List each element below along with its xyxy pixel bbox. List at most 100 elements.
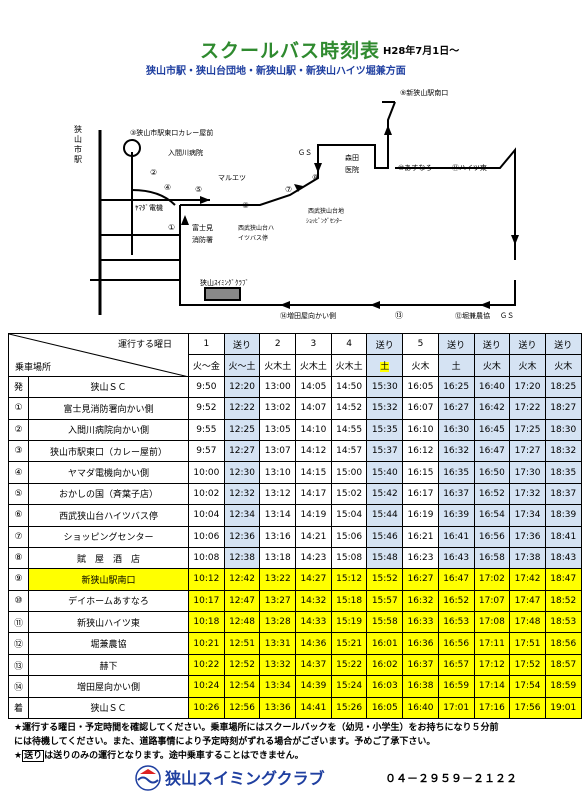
time-cell: 17:01: [437, 696, 475, 720]
svg-text:富士見: 富士見: [192, 223, 213, 232]
stop-number: ⑭: [8, 675, 29, 698]
time-cell: 12:36: [223, 525, 261, 548]
time-cell: 17:51: [509, 632, 546, 655]
time-cell: 13:18: [259, 546, 297, 570]
time-cell: 15:52: [366, 568, 404, 591]
days-header: 土: [366, 354, 404, 377]
time-cell: 16:07: [402, 397, 439, 420]
stop-number: ⑫: [8, 632, 29, 655]
stop-name: 狭山ＳＣ: [28, 696, 189, 720]
svg-text:消防署: 消防署: [192, 235, 213, 244]
stop-number: ④: [8, 461, 29, 484]
svg-text:ＧＳ: ＧＳ: [298, 149, 312, 157]
time-cell: 14:33: [295, 611, 332, 634]
time-cell: 16:54: [473, 504, 511, 527]
stop-name: 賦 屋 酒 店: [28, 546, 189, 570]
time-cell: 15:32: [366, 397, 404, 420]
time-cell: 16:53: [437, 611, 475, 634]
time-cell: 18:43: [544, 546, 582, 570]
time-cell: 16:35: [437, 461, 475, 484]
stop-number: ②: [8, 418, 29, 441]
svg-text:市: 市: [74, 144, 82, 154]
time-cell: 14:50: [330, 375, 368, 399]
time-cell: 10:06: [188, 525, 225, 548]
time-cell: 16:47: [437, 568, 475, 591]
time-cell: 15:42: [366, 482, 404, 506]
time-cell: 15:57: [366, 589, 404, 613]
time-cell: 10:08: [188, 546, 225, 570]
time-cell: 17:56: [509, 696, 546, 720]
time-cell: 15:19: [330, 611, 368, 634]
time-cell: 16:52: [437, 589, 475, 613]
time-cell: 18:47: [544, 568, 582, 591]
svg-text:⑦: ⑦: [285, 185, 292, 194]
time-cell: 16:39: [437, 504, 475, 527]
club-logo-icon: [135, 765, 161, 791]
stop-number: ①: [8, 397, 29, 420]
svg-text:④: ④: [164, 183, 171, 192]
stop-name: 増田屋向かい側: [28, 675, 189, 698]
time-cell: 14:27: [295, 568, 332, 591]
time-cell: 16:25: [437, 375, 475, 399]
svg-text:ｼｮｯﾋﾟﾝｸﾞｾﾝﾀｰ: ｼｮｯﾋﾟﾝｸﾞｾﾝﾀｰ: [306, 218, 342, 225]
time-cell: 12:20: [223, 375, 261, 399]
time-cell: 17:27: [509, 439, 546, 463]
time-cell: 16:57: [437, 653, 475, 677]
days-header: 土: [437, 354, 475, 377]
time-cell: 13:31: [259, 632, 297, 655]
time-cell: 13:28: [259, 611, 297, 634]
time-cell: 9:55: [188, 418, 225, 441]
time-cell: 16:47: [473, 439, 511, 463]
svg-text:駅: 駅: [74, 155, 82, 164]
time-cell: 17:07: [473, 589, 511, 613]
svg-text:⑩あすなろ: ⑩あすなろ: [398, 164, 432, 172]
time-cell: 18:56: [544, 632, 582, 655]
time-cell: 9:50: [188, 375, 225, 399]
days-header: 火木土: [330, 354, 368, 377]
run-header: 4: [330, 332, 368, 356]
time-cell: 17:54: [509, 675, 546, 698]
svg-text:ﾔﾏﾀﾞ電機: ﾔﾏﾀﾞ電機: [135, 203, 163, 212]
time-cell: 16:19: [402, 504, 439, 527]
stop-name: デイホームあすなろ: [28, 589, 189, 613]
time-cell: 16:42: [473, 397, 511, 420]
note-3: ★送りは送りのみの運行となります。途中乗車することはできません。: [14, 750, 304, 762]
svg-text:⑨新狭山駅南口: ⑨新狭山駅南口: [400, 88, 448, 97]
time-cell: 10:02: [188, 482, 225, 506]
time-cell: 17:08: [473, 611, 511, 634]
time-cell: 14:37: [295, 653, 332, 677]
time-cell: 17:11: [473, 632, 511, 655]
run-header: 1: [188, 332, 225, 356]
time-cell: 16:03: [366, 675, 404, 698]
stop-name: 西武狭山台ハイツバス停: [28, 504, 189, 527]
time-cell: 10:00: [188, 461, 225, 484]
time-cell: 12:22: [223, 397, 261, 420]
days-header: 火木: [509, 354, 546, 377]
time-cell: 16:05: [402, 375, 439, 399]
time-cell: 10:17: [188, 589, 225, 613]
run-header: 2: [259, 332, 297, 356]
stop-name: 堀兼農協: [28, 632, 189, 655]
time-cell: 14:05: [295, 375, 332, 399]
time-cell: 16:27: [402, 568, 439, 591]
time-cell: 12:32: [223, 482, 261, 506]
time-cell: 10:26: [188, 696, 225, 720]
stop-name: 狭山ＳＣ: [28, 375, 189, 399]
time-cell: 18:32: [544, 439, 582, 463]
time-cell: 17:34: [509, 504, 546, 527]
days-header: 火木: [473, 354, 511, 377]
time-cell: 17:52: [509, 653, 546, 677]
time-cell: 16:32: [402, 589, 439, 613]
time-cell: 13:34: [259, 675, 297, 698]
time-cell: 17:36: [509, 525, 546, 548]
svg-text:イツバス停: イツバス停: [238, 234, 268, 242]
time-cell: 13:27: [259, 589, 297, 613]
time-cell: 18:59: [544, 675, 582, 698]
